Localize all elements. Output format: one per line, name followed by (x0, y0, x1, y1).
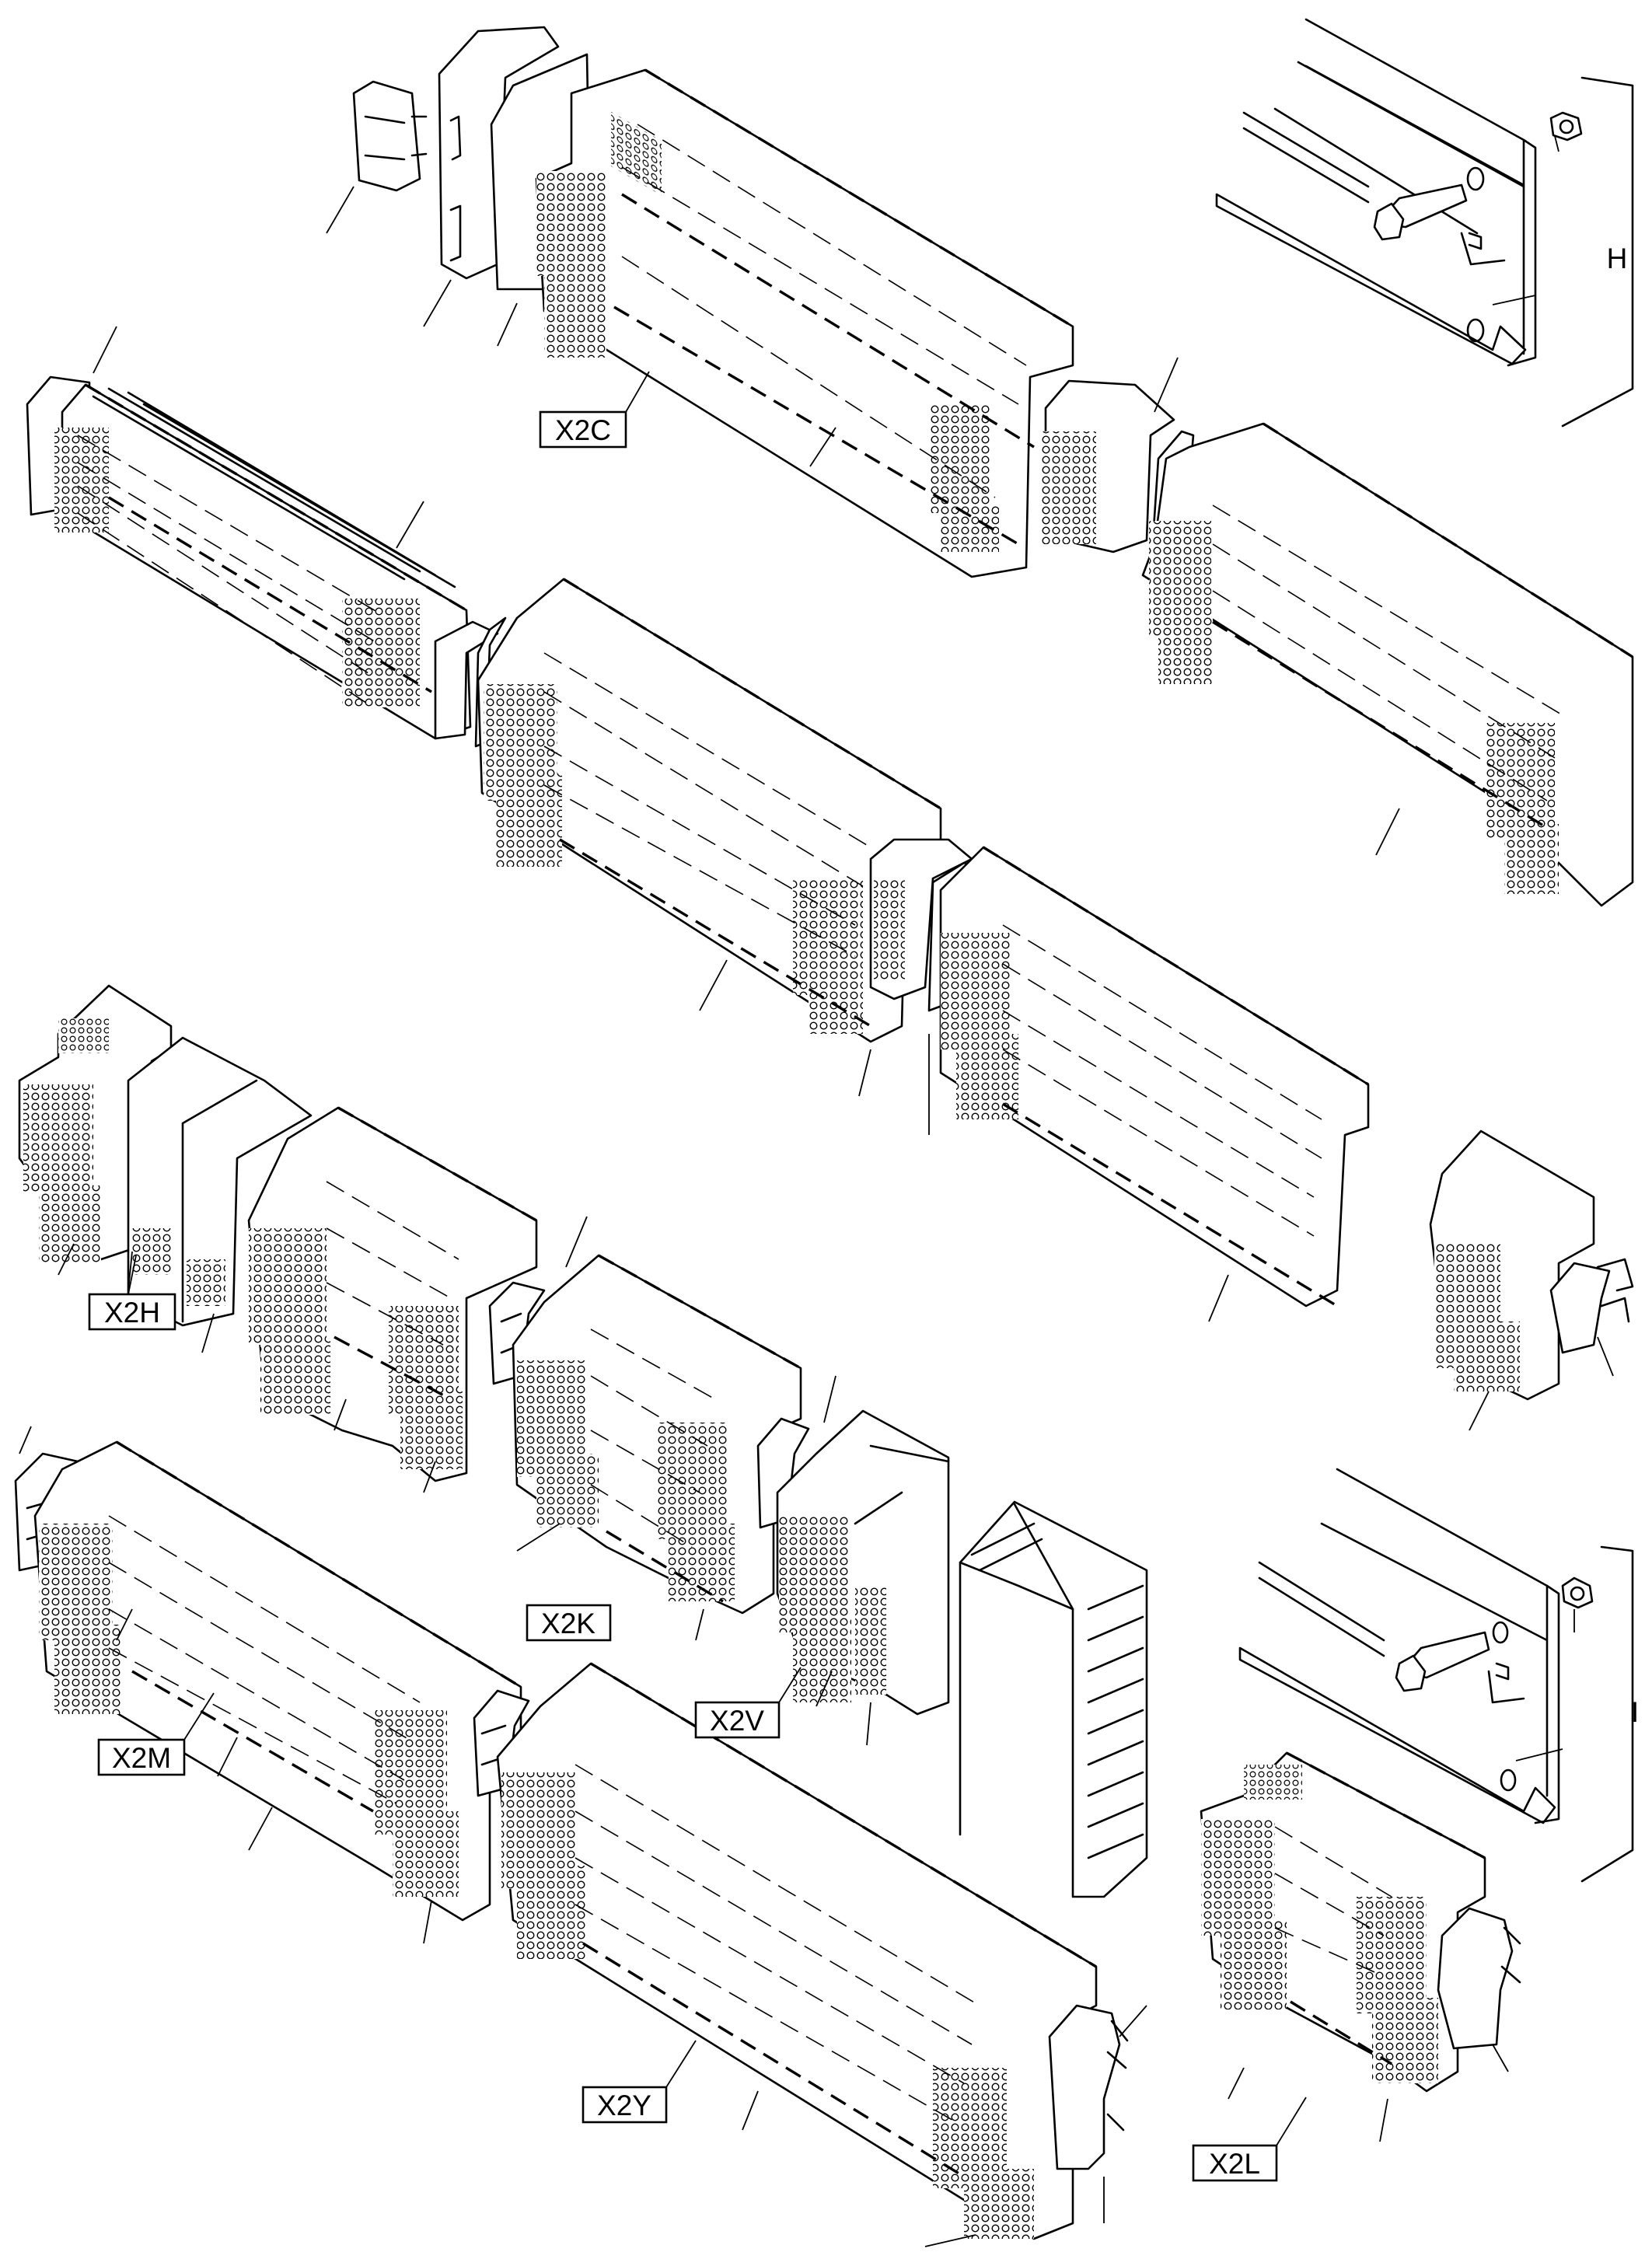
tag-x2l-text: X2L (1209, 2148, 1260, 2180)
wire-duct (959, 1500, 1148, 1898)
right-terminal-row-lower (939, 846, 1634, 1431)
tag-x2k-text: X2K (541, 1608, 595, 1639)
detail-h-label: H (1607, 243, 1628, 274)
detail-i-rail-mount (1238, 1468, 1634, 1883)
tag-x2y: X2Y (582, 2040, 697, 2124)
x2m-assembly (14, 1426, 522, 1944)
x2h-assembly (18, 984, 313, 1353)
x2k-assembly (488, 1216, 802, 1641)
tag-x2y-text: X2Y (597, 2090, 651, 2121)
tag-x2h: X2H (88, 1255, 176, 1331)
tag-x2m-text: X2M (112, 1742, 171, 1774)
middle-terminal-row (474, 578, 983, 1135)
x2v-assembly (756, 1375, 950, 1746)
x2c-assembly (326, 26, 1074, 578)
tag-x2h-text: X2H (104, 1297, 160, 1329)
x2y-assembly (473, 1662, 1147, 2247)
left-terminal-row (26, 326, 499, 740)
tag-x2k: X2K (526, 1604, 612, 1642)
tag-x2c-text: X2C (555, 414, 611, 446)
tag-x2v: X2V (694, 1667, 802, 1739)
tag-x2v-text: X2V (710, 1705, 764, 1737)
tag-x2m: X2M (97, 1692, 215, 1776)
tag-x2c: X2C (539, 371, 650, 449)
detail-i-label: I (1631, 1696, 1639, 1728)
tag-x2l: X2L (1192, 2097, 1307, 2182)
x2l-assembly (1200, 1751, 1521, 2142)
detail-h-rail-mount (1215, 18, 1634, 428)
x2h-right-blocks (247, 1106, 538, 1493)
right-terminal-row-upper (1042, 357, 1634, 907)
